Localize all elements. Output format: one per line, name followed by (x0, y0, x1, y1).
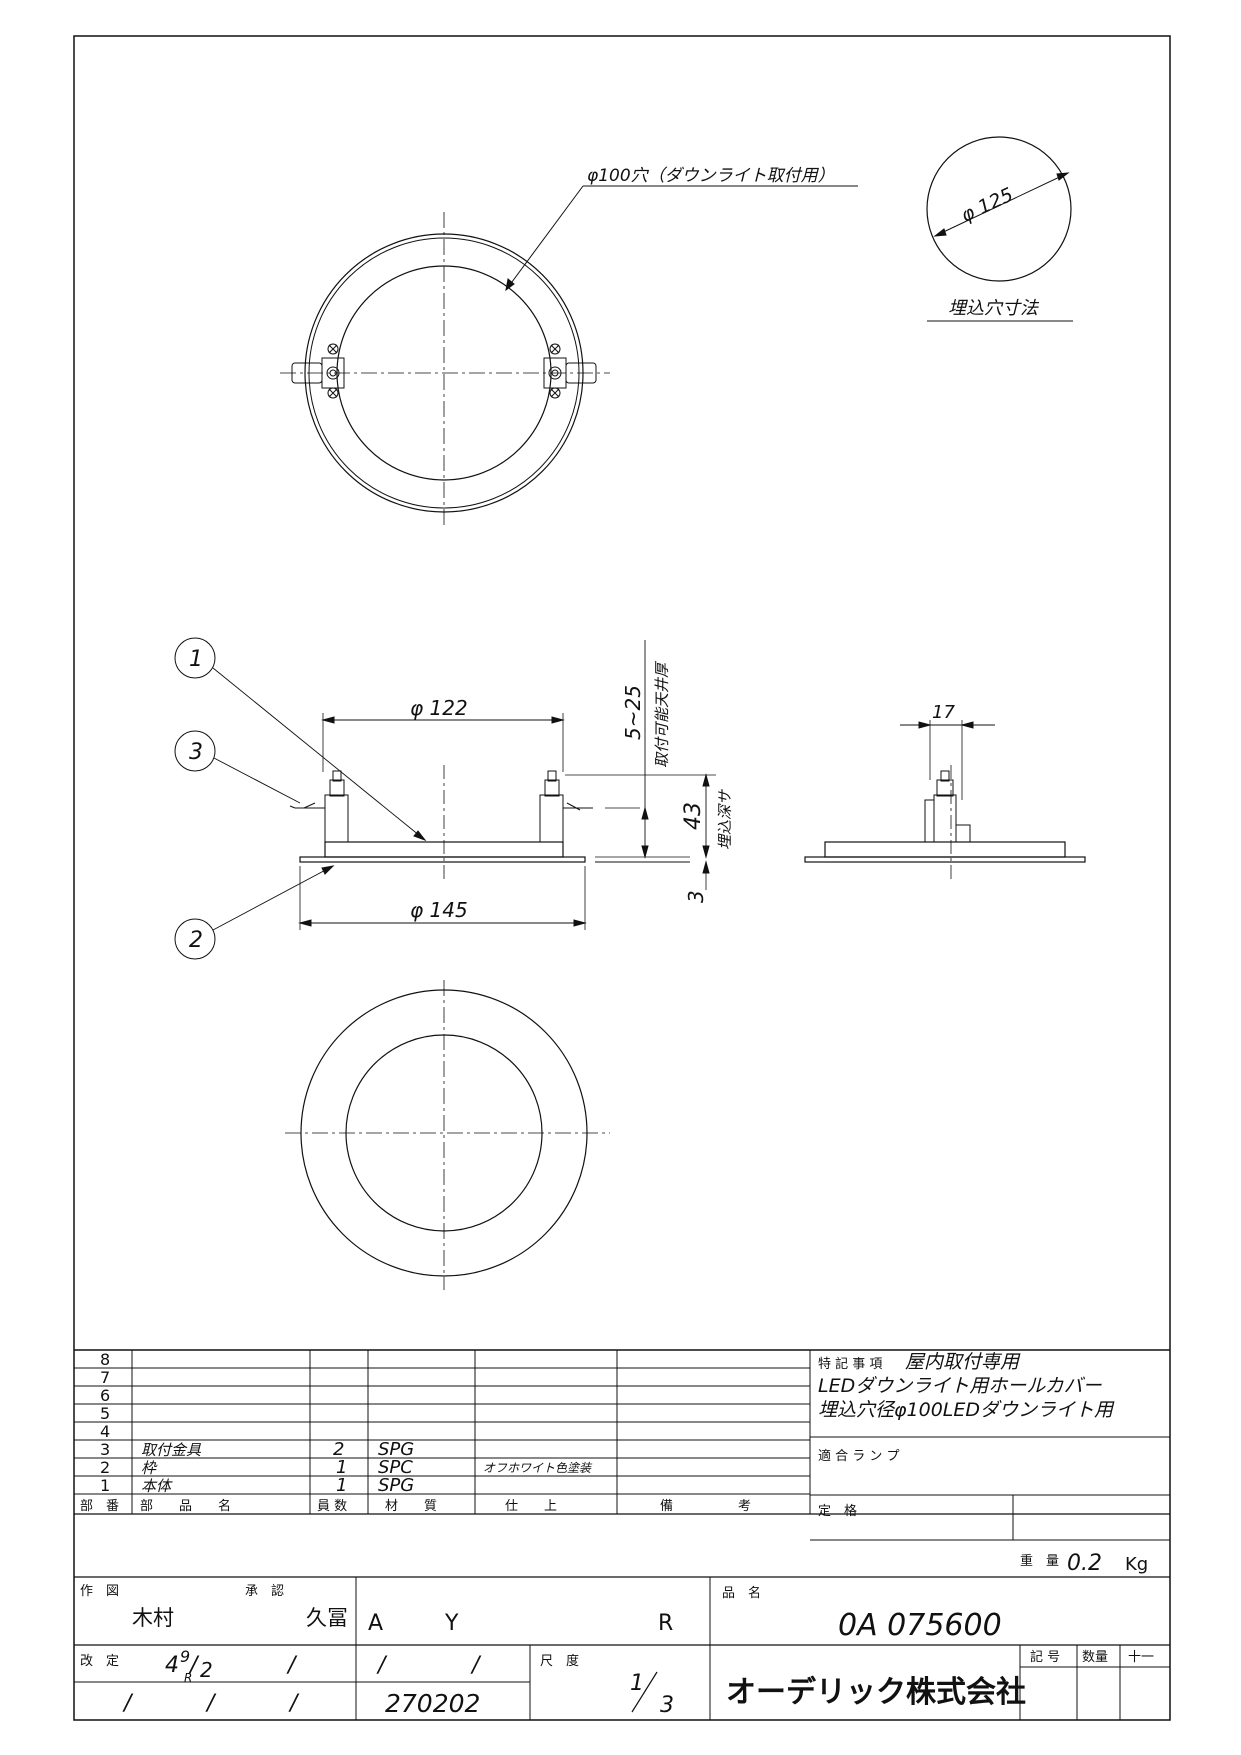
table-header-row: 部 番 部 品 名 員 数 材 質 仕 上 備 考 (80, 1498, 751, 1514)
table-row: 1 本体 1 SPG (100, 1475, 414, 1496)
revision-slot-7: / (288, 1691, 300, 1716)
header-remarks: 備 考 (660, 1498, 751, 1514)
table-row: 3 取付金具 2 SPG (100, 1439, 414, 1460)
product-code: 0A 075600 (838, 1608, 1002, 1643)
header-part-name: 部 品 名 (140, 1498, 231, 1514)
front-view (174, 637, 716, 960)
left-bracket (291, 343, 345, 399)
row-2-material: SPC (378, 1457, 413, 1478)
grade-a: A (368, 1611, 383, 1636)
remarks-label: 特 記 事 項 (818, 1356, 882, 1372)
revision-date-sub: R (184, 1671, 192, 1685)
balloon-2: 2 (189, 928, 203, 953)
table-row: 7 (100, 1368, 110, 1387)
row-7-no: 7 (100, 1368, 110, 1387)
dim-122: φ 122 (410, 696, 468, 720)
revision-slot-2: / (286, 1653, 298, 1678)
weight-value: 0.2 (1067, 1551, 1102, 1576)
table-row: 5 (100, 1404, 110, 1423)
revision-label: 改 定 (80, 1654, 119, 1669)
dim-5-25: 5~25 (621, 685, 645, 740)
revision-slot-4: / (470, 1653, 482, 1678)
top-view (280, 185, 858, 528)
cutout-diagram (926, 136, 1073, 322)
weight-unit: Kg (1125, 1554, 1148, 1575)
symbol-label: 記 号 (1030, 1649, 1060, 1665)
row-8-no: 8 (100, 1350, 110, 1369)
row-3-material: SPG (378, 1439, 414, 1460)
remarks-line-1: 屋内取付専用 (905, 1351, 1021, 1373)
row-2-name: 枠 (141, 1459, 158, 1477)
dim-embed-depth: 埋込深サ (716, 789, 734, 850)
row-2-qty: 1 (336, 1457, 347, 1478)
row-5-no: 5 (100, 1404, 110, 1423)
dim-3: 3 (684, 890, 708, 903)
title-block-grid (74, 1576, 1170, 1720)
remarks-line-3: 埋込穴径φ100LEDダウンライト用 (818, 1399, 1115, 1421)
row-2-no: 2 (100, 1458, 110, 1477)
revision-slot-6: / (205, 1691, 217, 1716)
header-material: 材 質 (385, 1499, 437, 1514)
parts-rows: 8 7 6 5 4 3 取付金具 2 SPG 2 枠 1 SPC オフホワイト色… (80, 1350, 751, 1514)
revision-date-den: 2 (200, 1658, 213, 1682)
row-1-material: SPG (378, 1475, 414, 1496)
right-bracket (543, 343, 597, 399)
row-3-qty: 2 (333, 1439, 344, 1460)
side-view (804, 720, 1086, 880)
row-1-qty: 1 (336, 1475, 347, 1496)
lamp-label: 適 合 ラ ン プ (818, 1448, 900, 1464)
parts-table-grid (74, 1349, 1170, 1541)
scale-denominator: 3 (660, 1693, 674, 1718)
revision-date-num: 9 (180, 1647, 190, 1666)
sheet-border (73, 35, 1171, 1721)
product-label: 品 名 (722, 1585, 761, 1601)
spec-area: 特 記 事 項 屋内取付専用 LEDダウンライト用ホールカバー 埋込穴径φ100… (818, 1351, 1148, 1576)
table-row: 8 (100, 1350, 110, 1369)
drawing-number: 270202 (385, 1689, 480, 1718)
drawn-label: 作 図 (80, 1584, 119, 1599)
dim-17: 17 (932, 702, 955, 723)
revision-date-slash: / (188, 1653, 200, 1678)
bottom-view (285, 980, 610, 1290)
revision-slot-5: / (122, 1691, 134, 1716)
hole-label: φ100穴（ダウンライト取付用） (587, 166, 835, 186)
scale-label: 尺 度 (540, 1653, 579, 1669)
company-name: オーデリック株式会社 (726, 1675, 1026, 1710)
rating-label: 定 格 (818, 1503, 857, 1519)
table-row: 2 枠 1 SPC オフホワイト色塗装 (100, 1457, 593, 1478)
weight-label: 重 量 (1020, 1553, 1059, 1569)
cutout-diameter-label: φ 125 (958, 184, 1017, 227)
row-4-no: 4 (100, 1422, 110, 1441)
dim-145: φ 145 (410, 898, 468, 922)
approved-by: 久冨 (306, 1606, 348, 1630)
balloon-1: 1 (189, 647, 203, 672)
approved-label: 承 認 (245, 1583, 284, 1599)
scale-numerator: 1 (630, 1671, 644, 1696)
row-3-name: 取付金具 (141, 1441, 202, 1459)
grade-r: R (658, 1611, 673, 1636)
header-part-number: 部 番 (80, 1499, 119, 1514)
cutout-title: 埋込穴寸法 (948, 298, 1040, 319)
header-quantity: 員 数 (317, 1499, 347, 1514)
dim-ceiling-thickness: 取付可能天井厚 (653, 660, 671, 768)
grade-y: Y (444, 1611, 459, 1636)
row-2-finish: オフホワイト色塗装 (483, 1461, 593, 1475)
sign-label: 十一 (1128, 1650, 1154, 1665)
revision-date-main: 4 (165, 1653, 179, 1678)
quantity-label: 数量 (1082, 1650, 1108, 1665)
scale-slash (631, 1671, 658, 1713)
dim-43: 43 (681, 802, 706, 830)
row-6-no: 6 (100, 1386, 110, 1405)
row-3-no: 3 (100, 1440, 110, 1459)
table-row: 6 (100, 1386, 110, 1405)
remarks-line-2: LEDダウンライト用ホールカバー (818, 1375, 1103, 1397)
row-1-name: 本体 (141, 1477, 173, 1495)
row-1-no: 1 (100, 1476, 110, 1495)
table-row: 4 (100, 1422, 110, 1441)
balloon-3: 3 (189, 740, 203, 765)
drawn-by: 木村 (132, 1606, 174, 1630)
revision-slot-3: / (376, 1653, 388, 1678)
header-finish: 仕 上 (505, 1499, 557, 1514)
